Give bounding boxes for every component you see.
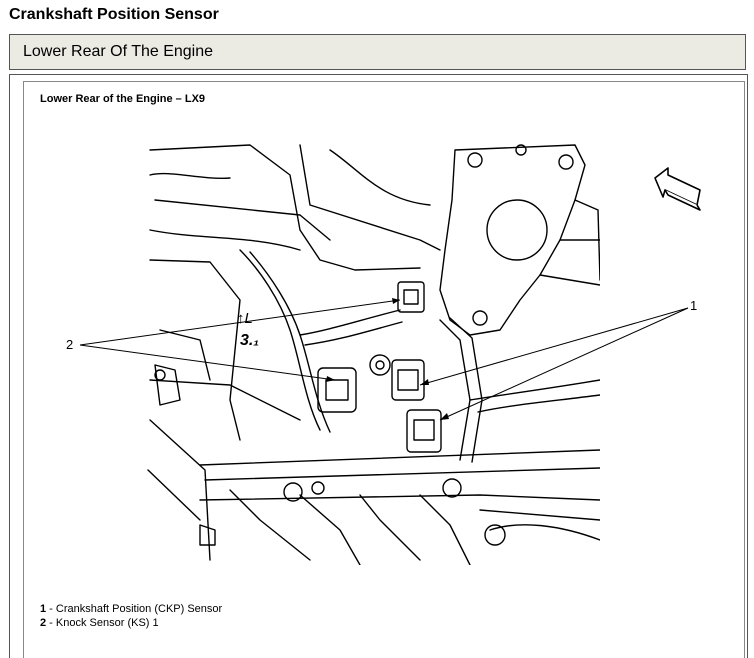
section-header: Lower Rear Of The Engine xyxy=(9,34,746,70)
page-title: Crankshaft Position Sensor xyxy=(9,6,219,23)
figure-panel xyxy=(23,81,745,658)
legend-item-1: 1 - Crankshaft Position (CKP) Sensor xyxy=(40,602,222,616)
engine-marking-2: 3.₁ xyxy=(240,332,259,349)
engine-marking-1: ↑L xyxy=(237,310,253,327)
legend-item-2: 2 - Knock Sensor (KS) 1 xyxy=(40,616,222,630)
callout-1: 1 xyxy=(690,298,698,313)
figure-title: Lower Rear of the Engine – LX9 xyxy=(40,93,206,105)
section-title: Lower Rear Of The Engine xyxy=(23,43,214,60)
figure-legend: 1 - Crankshaft Position (CKP) Sensor 2 -… xyxy=(40,602,222,630)
legend-number-2: 2 xyxy=(40,617,47,629)
callout-2: 2 xyxy=(66,337,74,352)
legend-text-1: - Crankshaft Position (CKP) Sensor xyxy=(46,603,223,615)
legend-number-1: 1 xyxy=(40,603,47,615)
figure-frame xyxy=(9,74,748,658)
legend-text-2: - Knock Sensor (KS) 1 xyxy=(46,617,159,629)
